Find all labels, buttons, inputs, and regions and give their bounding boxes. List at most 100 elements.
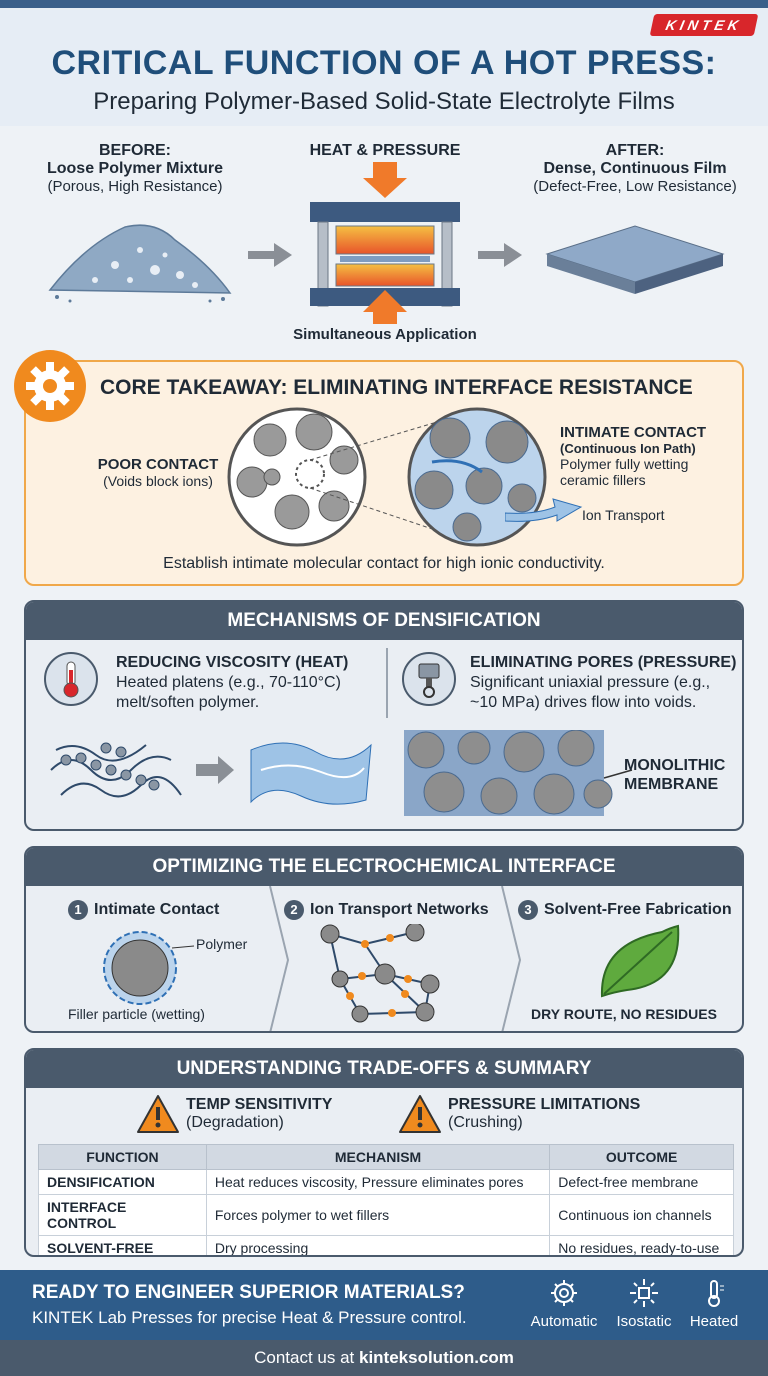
warn2-title: PRESSURE LIMITATIONS <box>448 1096 641 1113</box>
core-title: CORE TAKEAWAY: ELIMINATING INTERFACE RES… <box>100 376 693 399</box>
intimate-contact-block: INTIMATE CONTACT (Continuous Ion Path) P… <box>560 424 740 488</box>
cta-headline: READY TO ENGINEER SUPERIOR MATERIALS? <box>32 1282 465 1303</box>
step-2-number: 2 <box>284 900 304 920</box>
table-cell: DENSIFICATION <box>38 1169 207 1195</box>
gear-icon <box>551 1280 577 1306</box>
ion-arrow-icon <box>505 498 583 522</box>
step-3-number: 3 <box>518 900 538 920</box>
feature-isostatic-label: Isostatic <box>616 1313 672 1330</box>
piston-icon <box>418 663 440 698</box>
press-title: HEAT & PRESSURE <box>309 142 461 159</box>
after-title: AFTER: <box>605 142 665 159</box>
intimate-contact-desc-2: ceramic fillers <box>560 472 646 488</box>
isostatic-icon <box>630 1279 658 1307</box>
page-subtitle: Preparing Polymer-Based Solid-State Elec… <box>93 88 675 115</box>
cta-subline: KINTEK Lab Presses for precise Heat & Pr… <box>32 1308 467 1327</box>
table-cell: Continuous ion channels <box>549 1194 734 1236</box>
summary-table: FUNCTION MECHANISM OUTCOME DENSIFICATION… <box>38 1144 734 1255</box>
table-cell: Defect-free membrane <box>549 1169 734 1195</box>
contact-bar: Contact us at kinteksolution.com <box>0 1340 768 1376</box>
warning-icon <box>137 1095 179 1133</box>
step-3-label: Solvent-Free Fabrication <box>544 901 732 918</box>
piston-badge <box>402 652 456 706</box>
tradeoffs-title: UNDERSTANDING TRADE-OFFS & SUMMARY <box>26 1050 742 1088</box>
viscosity-illustration <box>50 742 372 805</box>
heat-desc-1: Heated platens (e.g., 70-110°C) <box>116 674 341 691</box>
interface-panel: OPTIMIZING THE ELECTROCHEMICAL INTERFACE… <box>24 846 744 1033</box>
intimate-contact-title: INTIMATE CONTACT <box>560 424 707 441</box>
warn1-desc: (Degradation) <box>186 1114 284 1131</box>
core-takeaway-panel <box>24 360 744 586</box>
arrow-right-icon <box>478 243 522 267</box>
kintek-logo[interactable]: KINTEK <box>649 14 759 36</box>
ion-transport-label: Ion Transport <box>582 507 665 523</box>
poor-contact-title: POOR CONTACT <box>97 456 219 473</box>
poor-contact-desc: (Voids block ions) <box>103 473 213 489</box>
feature-heated[interactable]: Heated <box>676 1278 752 1330</box>
after-name: Dense, Continuous Film <box>543 160 727 177</box>
tradeoffs-panel: UNDERSTANDING TRADE-OFFS & SUMMARY TEMP … <box>24 1048 744 1257</box>
step-1-number: 1 <box>68 900 88 920</box>
thermometer-badge <box>44 652 98 706</box>
leaf-icon <box>600 924 680 998</box>
mechanisms-title: MECHANISMS OF DENSIFICATION <box>26 602 742 640</box>
divider <box>386 648 388 718</box>
table-header: FUNCTION <box>38 1144 207 1170</box>
mechanisms-panel: MECHANISMS OF DENSIFICATION REDUCING VIS… <box>24 600 744 831</box>
table-row: SOLVENT-FREE Dry processing No residues,… <box>38 1235 734 1255</box>
dry-route-label: DRY ROUTE, NO RESIDUES <box>531 1006 717 1022</box>
page-title: CRITICAL FUNCTION OF A HOT PRESS: <box>51 44 717 82</box>
arrow-right-icon <box>248 243 292 267</box>
top-accent-bar <box>0 0 768 8</box>
pressure-desc-2: ~10 MPa) drives flow into voids. <box>470 694 697 711</box>
table-cell: No residues, ready-to-use <box>549 1235 734 1255</box>
table-header-row: FUNCTION MECHANISM OUTCOME <box>38 1144 734 1170</box>
powder-pile-illustration <box>48 224 232 303</box>
membrane-illustration <box>404 730 633 816</box>
before-title: BEFORE: <box>99 142 171 159</box>
contact-zoom-illustration <box>227 407 547 547</box>
contact-prefix: Contact us at <box>254 1348 359 1367</box>
step-2-label: Ion Transport Networks <box>310 901 489 918</box>
table-header: OUTCOME <box>549 1144 734 1170</box>
step-1-label: Intimate Contact <box>94 901 220 918</box>
header <box>0 8 768 126</box>
table-row: DENSIFICATION Heat reduces viscosity, Pr… <box>38 1169 734 1195</box>
table-cell: INTERFACE CONTROL <box>38 1194 207 1236</box>
pressure-title: ELIMINATING PORES (PRESSURE) <box>470 654 737 671</box>
cta-footer: READY TO ENGINEER SUPERIOR MATERIALS? KI… <box>0 1270 768 1340</box>
membrane-label-1: MONOLITHIC <box>624 757 726 774</box>
table-cell: Dry processing <box>205 1235 551 1255</box>
feature-heated-label: Heated <box>689 1313 739 1330</box>
press-caption: Simultaneous Application <box>293 326 477 343</box>
feature-automatic[interactable]: Automatic <box>526 1278 602 1330</box>
core-statement: Establish intimate molecular contact for… <box>163 555 605 572</box>
hot-press-illustration <box>310 162 460 324</box>
heat-desc-2: melt/soften polymer. <box>116 694 260 711</box>
feature-isostatic[interactable]: Isostatic <box>606 1278 682 1330</box>
intimate-contact-subtitle: (Continuous Ion Path) <box>560 441 696 456</box>
warn2-desc: (Crushing) <box>448 1114 523 1131</box>
table-cell: Heat reduces viscosity, Pressure elimina… <box>205 1169 551 1195</box>
table-header: MECHANISM <box>205 1144 551 1170</box>
before-block: BEFORE: Loose Polymer Mixture (Porous, H… <box>20 142 250 195</box>
ion-network-illustration <box>320 924 440 1023</box>
before-desc: (Porous, High Resistance) <box>47 178 223 195</box>
warning-icon <box>399 1095 441 1133</box>
heat-title: REDUCING VISCOSITY (HEAT) <box>116 654 349 671</box>
table-cell: Forces polymer to wet fillers <box>205 1194 551 1236</box>
thermometer-icon <box>708 1280 724 1307</box>
membrane-label-2: MEMBRANE <box>624 776 719 793</box>
poor-contact-block: POOR CONTACT (Voids block ions) <box>78 456 238 489</box>
after-desc: (Defect-Free, Low Resistance) <box>533 178 737 195</box>
table-cell: SOLVENT-FREE <box>38 1235 207 1255</box>
contact-link[interactable]: kinteksolution.com <box>358 1348 514 1367</box>
warn1-title: TEMP SENSITIVITY <box>186 1096 333 1113</box>
polymer-label: Polymer <box>196 936 248 952</box>
thermometer-icon <box>63 661 79 698</box>
filler-label: Filler particle (wetting) <box>68 1006 205 1022</box>
feature-automatic-label: Automatic <box>530 1313 598 1330</box>
after-block: AFTER: Dense, Continuous Film (Defect-Fr… <box>510 142 760 195</box>
filler-particle-illustration <box>103 931 195 1005</box>
gear-badge <box>14 350 86 422</box>
